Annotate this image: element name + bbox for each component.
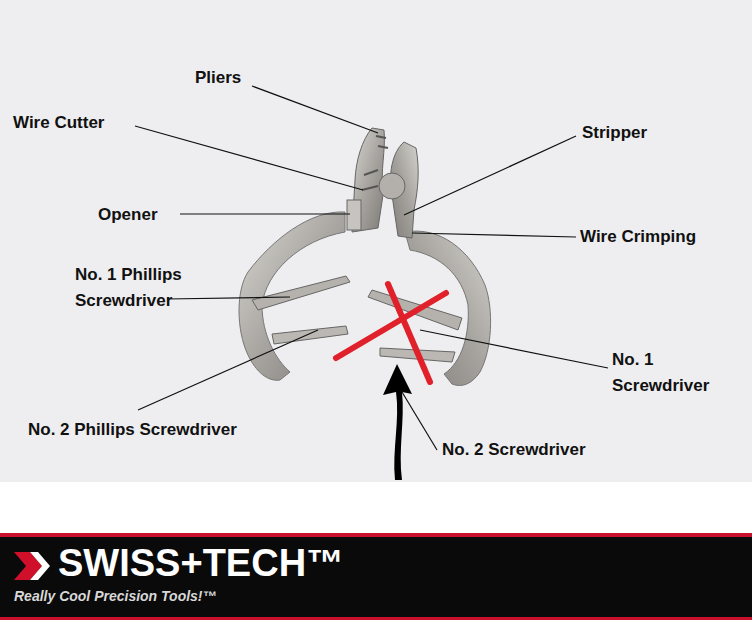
brand-band: SWISS+TECH™ Really Cool Precision Tools!™: [0, 537, 752, 617]
band-line: [0, 617, 752, 620]
phillips-bit: [252, 276, 350, 310]
part-label: Wire Crimping: [580, 224, 696, 250]
part-label: Wire Cutter: [13, 110, 104, 136]
part-label: No. 2 Screwdriver: [442, 437, 586, 463]
band-ground: [0, 537, 752, 617]
part-label: No. 2 Phillips Screwdriver: [28, 417, 237, 443]
leader-lines: [135, 86, 608, 450]
logo-mark: [14, 552, 50, 580]
part-label: Pliers: [195, 65, 241, 91]
brand-tagline: Really Cool Precision Tools!™: [14, 589, 217, 604]
part-label: Opener: [98, 202, 158, 228]
part-label: No. 1 Screwdriver: [612, 347, 737, 399]
photo-ground: [0, 0, 752, 482]
part-label: No. 1 Phillips Screwdriver: [75, 262, 187, 314]
pivot: [379, 173, 405, 199]
phillips-bit: [272, 326, 348, 344]
part-label: Stripper: [582, 120, 647, 146]
black-arrow: [383, 364, 412, 480]
red-cross: [388, 284, 430, 382]
red-cross: [336, 293, 446, 358]
opener: [347, 200, 361, 230]
jaw-teeth: [362, 136, 388, 190]
band-line: [0, 533, 752, 537]
brand-name: SWISS+TECH™: [58, 543, 344, 585]
